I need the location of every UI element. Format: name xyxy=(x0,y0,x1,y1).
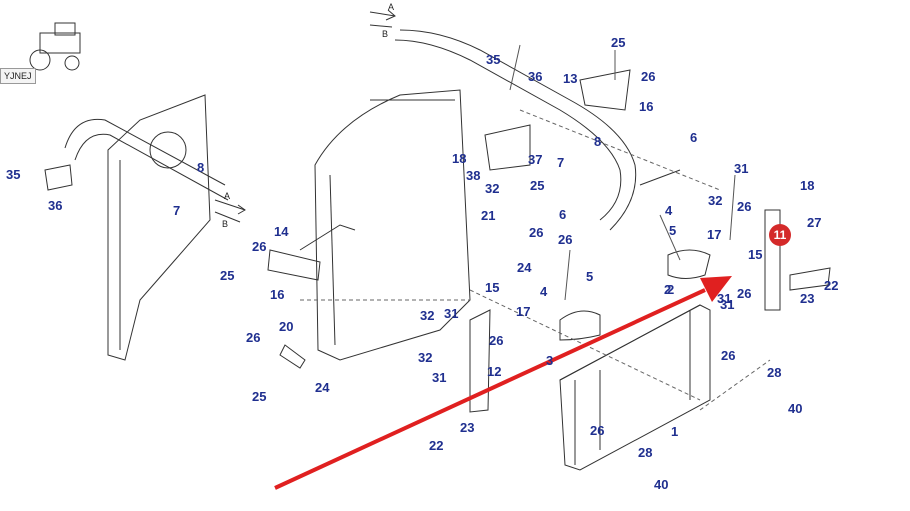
part-label[interactable]: 14 xyxy=(274,224,289,239)
flow-letter-a-left: A xyxy=(224,191,231,201)
part-label[interactable]: 16 xyxy=(270,287,285,302)
part-label[interactable]: 13 xyxy=(563,71,578,86)
part-label[interactable]: 24 xyxy=(517,260,532,275)
highlight-arrow xyxy=(274,276,732,490)
part-label[interactable]: 36 xyxy=(528,69,543,84)
part-label[interactable]: 2 xyxy=(667,282,675,297)
part-label[interactable]: 20 xyxy=(279,319,294,334)
part-label[interactable]: 18 xyxy=(452,151,467,166)
part-label[interactable]: 25 xyxy=(611,35,626,50)
part-label[interactable]: 31 xyxy=(717,291,732,306)
part-label[interactable]: 26 xyxy=(246,330,261,345)
part-label[interactable]: 35 xyxy=(6,167,21,182)
part-label[interactable]: 36 xyxy=(48,198,63,213)
part-label[interactable]: 26 xyxy=(721,348,736,363)
part-label[interactable]: 7 xyxy=(557,155,565,170)
part-label[interactable]: 25 xyxy=(252,389,267,404)
part-label[interactable]: 12 xyxy=(487,364,502,379)
tractor-icon xyxy=(29,22,81,71)
part-label[interactable]: 32 xyxy=(485,181,500,196)
part-label[interactable]: 26 xyxy=(737,286,752,301)
part-label[interactable]: 26 xyxy=(489,333,504,348)
part-label[interactable]: 28 xyxy=(638,445,653,460)
part-label[interactable]: 7 xyxy=(173,203,181,218)
part-label[interactable]: 25 xyxy=(220,268,235,283)
tag-badge: YJNEJ xyxy=(0,68,36,84)
part-label[interactable]: 31 xyxy=(720,297,735,312)
part-label[interactable]: 4 xyxy=(665,203,673,218)
part-label[interactable]: 28 xyxy=(767,365,782,380)
part-label[interactable]: 4 xyxy=(540,284,548,299)
part-label[interactable]: 26 xyxy=(590,423,605,438)
part-label[interactable]: 26 xyxy=(252,239,267,254)
part-label[interactable]: 3 xyxy=(546,353,554,368)
part-label[interactable]: 23 xyxy=(460,420,475,435)
flow-letter-a-top: A xyxy=(388,2,395,12)
part-label[interactable]: 25 xyxy=(530,178,545,193)
part-label[interactable]: 18 xyxy=(800,178,815,193)
part-label[interactable]: 35 xyxy=(486,52,501,67)
part-label[interactable]: 8 xyxy=(197,160,205,175)
part-label[interactable]: 5 xyxy=(669,223,677,238)
part-label[interactable]: 16 xyxy=(639,99,654,114)
part-label[interactable]: 26 xyxy=(737,199,752,214)
part-label[interactable]: 26 xyxy=(558,232,573,247)
flow-letter-b-left: B xyxy=(222,219,229,229)
part-label[interactable]: 15 xyxy=(748,247,763,262)
part-label[interactable]: 31 xyxy=(444,306,459,321)
part-label[interactable]: 8 xyxy=(594,134,602,149)
part-label[interactable]: 27 xyxy=(807,215,822,230)
part-label[interactable]: 24 xyxy=(315,380,330,395)
part-label[interactable]: 1 xyxy=(671,424,679,439)
part-label[interactable]: 17 xyxy=(707,227,722,242)
part-label[interactable]: 32 xyxy=(418,350,433,365)
part-label[interactable]: 21 xyxy=(481,208,496,223)
part-label[interactable]: 5 xyxy=(586,269,594,284)
part-label[interactable]: 26 xyxy=(641,69,656,84)
flow-letter-b-top: B xyxy=(382,29,389,39)
part-label[interactable]: 6 xyxy=(690,130,698,145)
part-label[interactable]: 17 xyxy=(516,304,531,319)
part-label[interactable]: 26 xyxy=(529,225,544,240)
part-label[interactable]: 40 xyxy=(654,477,669,492)
part-label[interactable]: 32 xyxy=(420,308,435,323)
part-label[interactable]: 15 xyxy=(485,280,500,295)
part-label[interactable]: 23 xyxy=(800,291,815,306)
part-label[interactable]: 31 xyxy=(734,161,749,176)
part-label[interactable]: 32 xyxy=(708,193,723,208)
part-label[interactable]: 38 xyxy=(466,168,481,183)
part-label[interactable]: 31 xyxy=(432,370,447,385)
callout-badge: 11 xyxy=(769,224,791,246)
part-label[interactable]: 37 xyxy=(528,152,543,167)
part-label[interactable]: 22 xyxy=(429,438,444,453)
part-label[interactable]: 40 xyxy=(788,401,803,416)
part-label[interactable]: 22 xyxy=(824,278,839,293)
part-label[interactable]: 6 xyxy=(559,207,567,222)
part-label[interactable]: 2 xyxy=(664,282,672,297)
